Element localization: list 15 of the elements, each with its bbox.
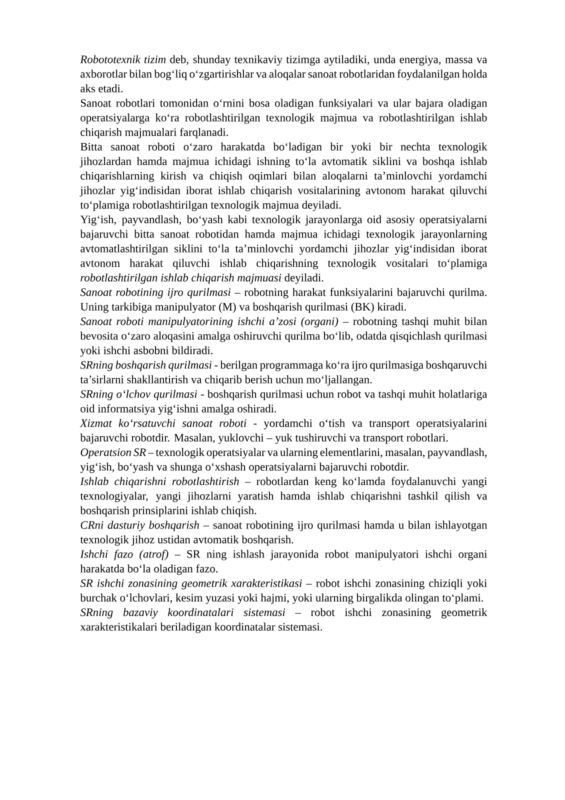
paragraph: Sanoat robotining ijro qurilmasi – robotning harakat funksiyalarini bajaruvchi qurilma. Uning tarkibiga manipulyator (M) va boshqarish qurilmasi (BK) kiradi. — [80, 288, 486, 313]
paragraph: SRning boshqarish qurilmasi - berilgan programmaga ko‘ra ijro qurilmasiga boshqaruvchi ta’sirlarni shakllantirish va chiqarib berish uchun mo‘ljallangan. — [80, 360, 487, 386]
paragraph: SR ishchi zonasining geometrik xarakteristikasi – robot ishchi zonasining chiziqli yoki burchak o‘lchovlari, kesim yuzasi yoki hajmi, yoki ularning birgalikda olingan to‘plami. — [80, 579, 487, 604]
paragraph: Yig‘ish, payvandlash, bo‘yash kabi texnologik jarayonlarga oid asosiy operatsiyalarni bajaruvchi bitta sanoat robotidan hamda majmua ichidagi texnologik jarayonlarning avtomatlashtirilgan siklini to‘la ta’minlovchi yordamchi jihozlar yig‘indisidan iborat avtonom harakat qiluvchi ishlab chiqarishning texnologik vositalari to‘plamiga robotlashtirilgan ishlab chiqarish majmuasi deyiladi. — [80, 215, 488, 284]
paragraph: Ishlab chiqarishni robotlashtirish – robotlardan keng ko‘lamda foydalanuvchi yangi texnologiyalar, yangi jihozlarni yaratish hamda ishlab chiqarishni tashkil qilish va boshqarish prinsiplarini ishlab chiqish. — [80, 477, 488, 517]
paragraph: Robototexnik tizim deb, shunday texnikaviy tizimga aytiladiki, unda energiya, massa va axborotlar bilan bog‘liq o‘zgartirishlar va aloqalar sanoat robotlaridan foydalanilgan holda aks etadi. — [80, 55, 488, 92]
paragraph: Operatsion SR – texnologik operatsiyalar va ularning elementlarini, masalan, payvandlash, yig‘ish, bo‘yash va shunga o‘xshash operatsiyalarni bajaruvchi robotdir. — [80, 448, 487, 473]
paragraph: CRni dasturiy boshqarish – sanoat robotining ijro qurilmasi hamda u bilan ishlayotgan texnologik jihoz ustidan avtomatik boshqarish. — [80, 520, 488, 546]
paragraph: SRning bazaviy koordinatalari sistemasi – robot ishchi zonasining geometrik xarakteristikalari beriladigan koordinatalar sistemasi. — [80, 608, 488, 634]
paragraph: Ishchi fazo (atrof) – SR ning ishlash jarayonida robot manipulyatori ishchi organi harakatda bo‘la oladigan fazo. — [80, 550, 488, 575]
paragraph: Xizmat ko‘rsatuvchi sanoat roboti - yordamchi o‘tish va transport operatsiyalarini bajaruvchi robotdir. Masalan, yuklovchi – yuk tushiruvchi va transport robotlari. — [80, 418, 487, 444]
paragraph: Bitta sanoat roboti o‘zaro harakatda bo‘ladigan bir yoki bir nechta texnologik jihozlardan hamda majmua ichidagi ishning to‘la avtomatik siklini va boshqa ishlab chiqarishlarning kirish va chiqish oqimlari bilan aloqalarni ta’minlovchi yordamchi jihozlar yig‘indisidan iborat ishlab chiqarish vositalarining avtonom harakat qiluvchi to‘plamiga robotlashtirilgan texnologik majmua deyiladi. — [80, 142, 488, 212]
paragraph: SRning o‘lchov qurilmasi - boshqarish qurilmasi uchun robot va tashqi muhit holatlariga oid informatsiya yig‘ishni amalga oshiradi. — [80, 390, 488, 415]
paragraph: Sanoat roboti manipulyatorining ishchi a’zosi (organi) – robotning tashqi muhit bilan bevosita o‘zaro aloqasini amalga oshiruvchi qurilma bo‘lib, odatda qisqichlash qurilmasi yoki ishchi asbobni bildiradi. — [80, 317, 488, 357]
paragraph: Sanoat robotlari tomonidan o‘rnini bosa oladigan funksiyalari va ular bajara oladigan operatsiyalarga ko‘ra robotlashtirilgan texnologik majmua va robotlashtirilgan ishlab chiqarish majmualari farqlanadi. — [80, 98, 488, 138]
